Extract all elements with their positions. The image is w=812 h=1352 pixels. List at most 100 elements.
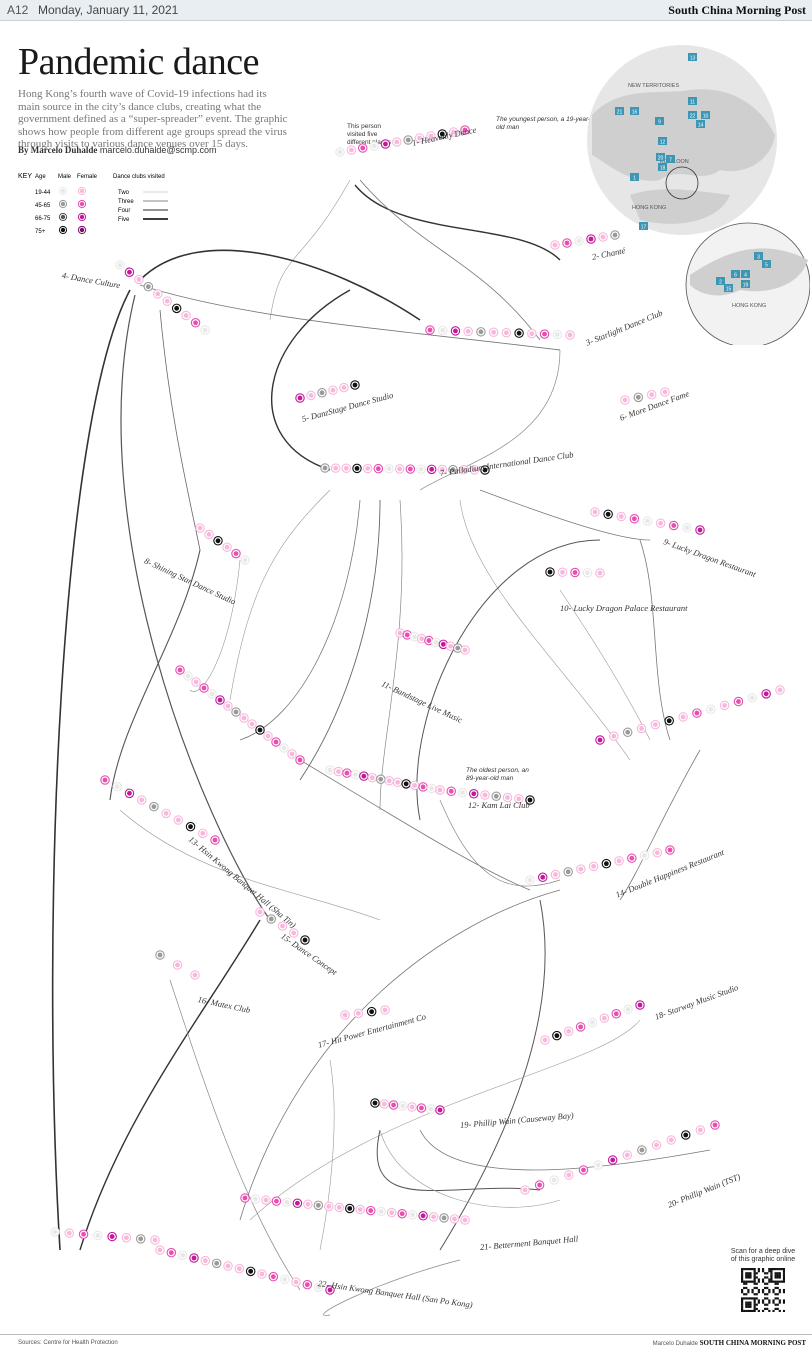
- person-dot: [175, 817, 181, 823]
- person-dot: [404, 632, 410, 638]
- person-dot: [289, 751, 295, 757]
- person-dot: [529, 331, 535, 337]
- person-dot: [375, 466, 381, 472]
- legend-male: Male: [58, 174, 72, 180]
- person-dot: [712, 1122, 718, 1128]
- person-dot: [591, 863, 597, 869]
- person-dot: [462, 127, 468, 133]
- person-dot: [319, 390, 325, 396]
- footer-rule: [0, 1334, 812, 1335]
- qr-code-icon[interactable]: [741, 1268, 786, 1313]
- person-dot: [654, 850, 660, 856]
- person-dot: [399, 1211, 405, 1217]
- person-dot: [81, 1231, 86, 1237]
- person-dot: [503, 330, 509, 336]
- person-dot: [542, 1037, 548, 1043]
- legend-dot-male-core-2: [60, 201, 66, 207]
- person-dot: [372, 1100, 378, 1106]
- map-marker: [666, 155, 675, 163]
- person-dot: [381, 1101, 387, 1107]
- person-dot: [428, 1106, 434, 1112]
- person-dot: [297, 395, 303, 401]
- person-dot: [294, 1200, 300, 1206]
- map-marker-label: 22: [690, 114, 696, 120]
- person-dot: [407, 466, 413, 472]
- person-dot: [117, 262, 123, 268]
- map-marker: [658, 163, 667, 171]
- person-dot: [428, 133, 434, 139]
- person-dot: [284, 1199, 290, 1205]
- map-label-hk: HONG KONG: [632, 205, 666, 211]
- map-marker: [630, 107, 639, 115]
- person-dot: [327, 1287, 333, 1293]
- person-dot: [410, 1212, 416, 1218]
- person-dot: [560, 569, 565, 575]
- person-dot: [369, 775, 375, 781]
- person-dot: [354, 466, 360, 471]
- person-dot: [281, 745, 287, 751]
- person-dot: [333, 465, 339, 471]
- person-dot: [185, 673, 191, 679]
- person-dot: [200, 830, 206, 836]
- legend-dot-male-core-3: [60, 214, 66, 220]
- person-dot: [95, 1233, 101, 1238]
- person-dot: [291, 930, 297, 936]
- person-dot: [257, 909, 263, 915]
- person-dot: [383, 141, 388, 147]
- person-dot: [654, 1142, 659, 1148]
- qr-block[interactable]: Scan for a deep dive of this graphic onl…: [728, 1248, 798, 1315]
- person-dot: [347, 1206, 353, 1211]
- person-dot: [595, 1162, 601, 1168]
- person-dot: [505, 795, 510, 800]
- person-dot: [658, 520, 664, 526]
- person-dot: [540, 874, 546, 880]
- map-inset-marker-label: 2: [719, 280, 722, 286]
- legend-dot-male-core-1: [60, 188, 66, 194]
- map-marker: [639, 222, 648, 230]
- legend-age-3: 66-75: [35, 216, 51, 222]
- person-dot: [478, 329, 484, 335]
- person-dot: [451, 129, 457, 135]
- person-dot: [537, 1182, 543, 1188]
- map-marker: [688, 111, 697, 119]
- byline-author: By Marcelo Duhalde: [18, 145, 98, 155]
- person-dot: [578, 1024, 584, 1030]
- map-marker-label: 20: [658, 156, 664, 162]
- person-dot: [297, 757, 303, 763]
- person-dot: [308, 393, 314, 398]
- person-dot: [225, 1263, 231, 1269]
- person-dot: [248, 1268, 254, 1274]
- person-dot: [330, 387, 336, 393]
- person-dot: [337, 149, 343, 155]
- person-dot: [694, 710, 700, 716]
- person-dot: [567, 332, 573, 338]
- person-dot: [322, 465, 328, 471]
- person-dot: [212, 837, 218, 843]
- map-marker-label: 13: [690, 56, 696, 62]
- person-dot: [136, 277, 142, 282]
- person-dot: [603, 861, 609, 867]
- legend-age: Age: [35, 174, 46, 180]
- legend-dot-female-core-3: [79, 214, 85, 220]
- person-dot: [175, 962, 180, 968]
- map-marker: [688, 97, 697, 105]
- person-dot: [265, 733, 271, 739]
- person-dot: [326, 1203, 332, 1209]
- map-marker-label: 16: [632, 110, 638, 116]
- byline-email[interactable]: marcelo.duhalde@scmp.com: [99, 145, 217, 155]
- annotation-youngest: The youngest person, a 19-year-old man: [496, 116, 591, 131]
- person-dot: [642, 853, 647, 858]
- person-dot: [151, 804, 157, 810]
- person-dot: [397, 630, 403, 636]
- person-dot: [625, 1006, 631, 1012]
- person-dot: [453, 328, 458, 334]
- map-marker: [701, 111, 710, 119]
- person-dot: [629, 855, 635, 861]
- venue-label-10: 10- Lucky Dragon Palace Restaurant: [560, 603, 688, 613]
- person-dot: [344, 770, 350, 776]
- person-dot: [426, 638, 432, 643]
- person-dot: [282, 1276, 288, 1282]
- person-dot: [157, 1247, 163, 1253]
- legend-dot-male-core-4: [60, 227, 66, 233]
